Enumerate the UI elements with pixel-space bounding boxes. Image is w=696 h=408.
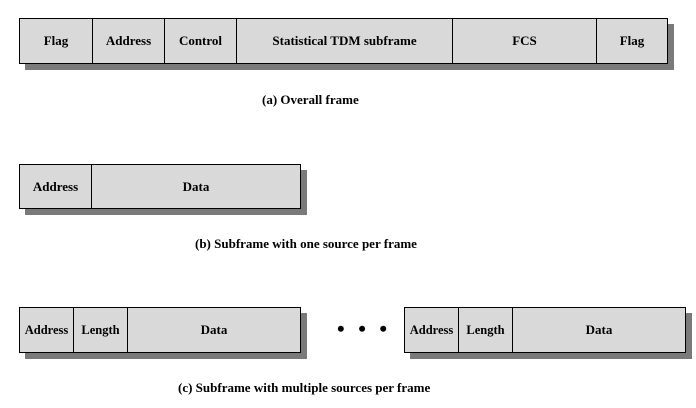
caption-b: (b) Subframe with one source per frame — [195, 236, 417, 251]
field-address: Address — [20, 165, 92, 208]
field-address: Address — [20, 308, 74, 352]
field-control: Control — [165, 19, 237, 63]
field-flag-start: Flag — [20, 19, 93, 63]
field-data: Data — [585, 322, 613, 337]
subframe-multi-source-first: Address Length Data — [19, 307, 301, 353]
caption-a: (a) Overall frame — [262, 92, 359, 107]
subframe-one-source: Address Data — [19, 164, 301, 209]
subframe-multi-source-last: Address Length Data — [404, 307, 686, 353]
field-fcs: FCS — [453, 19, 597, 63]
field-address: Address — [405, 308, 459, 352]
field-length: Length — [74, 308, 128, 352]
caption-c: (c) Subframe with multiple sources per f… — [178, 380, 431, 395]
field-address: Address — [93, 19, 165, 63]
overall-frame: Flag Address Control Statistical TDM sub… — [19, 18, 668, 64]
field-data: Data — [182, 178, 210, 194]
field-data: Data — [200, 322, 228, 337]
field-flag-end: Flag — [619, 33, 645, 48]
field-statistical-tdm-subframe: Statistical TDM subframe — [237, 19, 453, 63]
ellipsis-dots: • • • — [337, 316, 392, 341]
field-length: Length — [459, 308, 513, 352]
